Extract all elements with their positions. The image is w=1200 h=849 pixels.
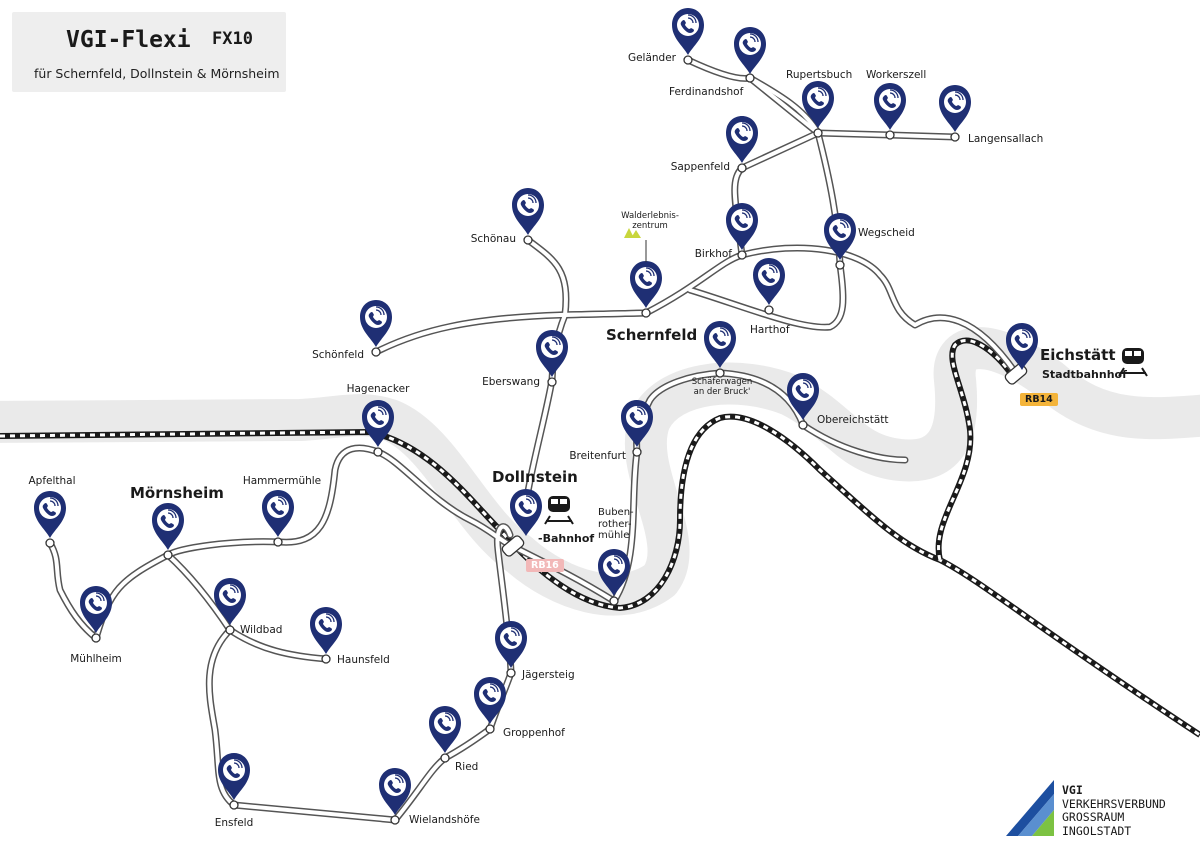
railway — [0, 337, 1200, 738]
vgi-footer-logo-icon — [1006, 780, 1054, 836]
forest-icon — [624, 228, 641, 238]
pin-apfelthal — [33, 490, 67, 539]
pin-haunsfeld — [309, 606, 343, 655]
train-icon — [1118, 348, 1148, 377]
pin-harthof — [752, 257, 786, 306]
station-markers — [501, 363, 1028, 557]
fx-badge-shape — [200, 24, 272, 56]
pin-sappenfeld — [725, 115, 759, 164]
pin-groppenhof — [473, 676, 507, 725]
pin-moernsheim — [151, 502, 185, 551]
train-icon — [544, 496, 574, 525]
pin-jaegersteig — [494, 620, 528, 669]
pin-langensallach — [938, 84, 972, 133]
stop-dots — [45, 55, 960, 825]
pin-ferdinandshof — [733, 26, 767, 75]
pin-eberswang — [535, 329, 569, 378]
pin-gelaender — [671, 7, 705, 56]
pin-schoenfeld — [359, 299, 393, 348]
vgi-header-logo-icon — [34, 24, 62, 52]
pin-workerszell — [873, 82, 907, 131]
pin-schaeferwagen — [703, 320, 737, 369]
pin-birkhof — [725, 202, 759, 251]
pin-hammermuehle — [261, 489, 295, 538]
pin-ried — [428, 705, 462, 754]
pin-schernfeld — [629, 260, 663, 309]
pin-schoenau — [511, 187, 545, 236]
